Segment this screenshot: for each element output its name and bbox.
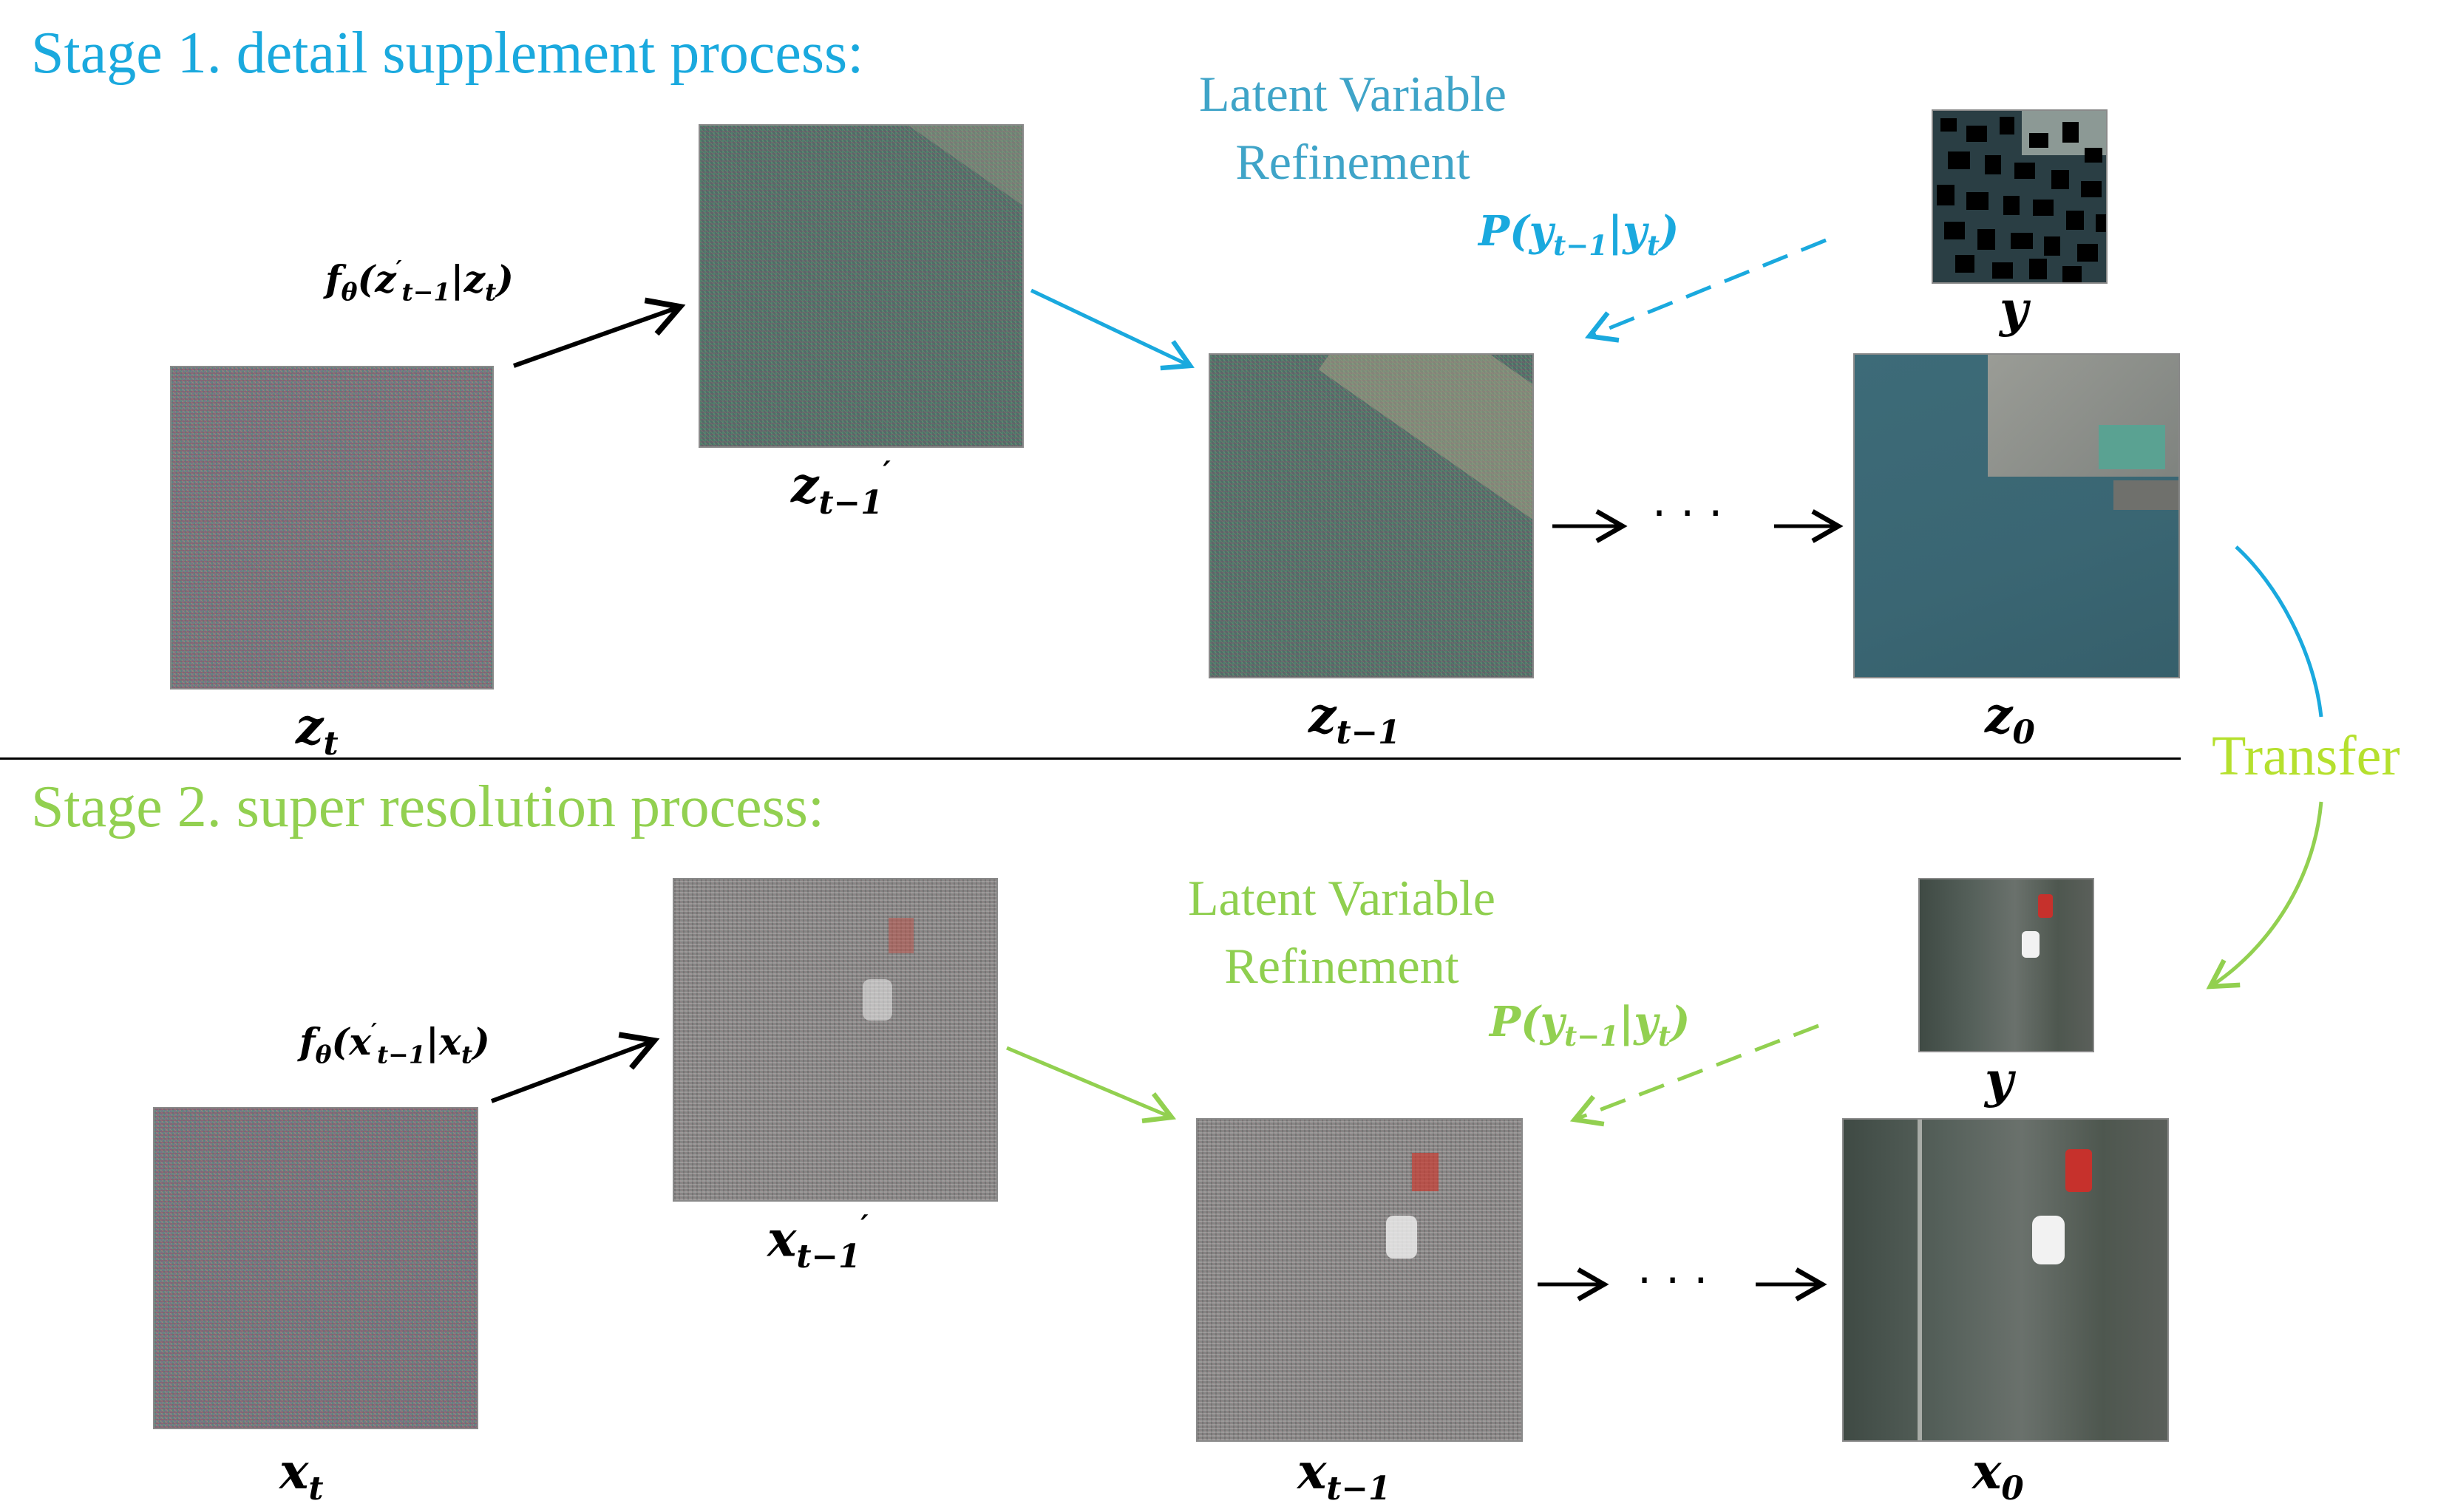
stage2-x0-street-image	[1842, 1118, 2169, 1442]
stage2-xt1-image	[1196, 1118, 1523, 1442]
stage2-xt1-red-car	[1412, 1153, 1439, 1191]
stage1-ellipsis: · · ·	[1652, 488, 1723, 539]
stage1-z0-ship	[2113, 480, 2178, 510]
stage2-label-xt: xt	[279, 1443, 324, 1508]
stage1-zt1-prime-image	[699, 124, 1024, 448]
transfer-curve-green	[2206, 801, 2323, 990]
stage2-y-red-car	[2038, 894, 2053, 918]
stage1-conditional-probability: P(yt−1|yt)	[1478, 207, 1680, 262]
stage2-refinement-label: Latent Variable Refinement	[1157, 865, 1526, 1001]
stage2-dashed-arrow-y-to-xt1	[1569, 1024, 1819, 1127]
stage2-xt1-prime-image	[673, 878, 998, 1202]
stage1-arrow-zt-to-zt1-prime	[512, 297, 686, 368]
stage2-label-xt1: xt−1	[1297, 1443, 1391, 1508]
stage2-x0-curb	[1918, 1120, 1922, 1440]
stage1-label-y: y	[2000, 280, 2028, 338]
stage1-denoise-operator: fθ(z′t−1|zt)	[325, 256, 514, 307]
stage1-refinement-label: Latent Variable Refinement	[1168, 61, 1538, 197]
transfer-label: Transfer	[2212, 725, 2400, 787]
stage1-y-masked-image	[1932, 109, 2108, 284]
stage2-xt1-prime-red-car	[889, 918, 914, 953]
stage1-z0-building	[2099, 425, 2165, 469]
stage2-x0-red-car	[2065, 1149, 2092, 1192]
stage1-label-z0: z0	[1985, 687, 2035, 752]
stage2-xt-noise-image	[153, 1107, 478, 1429]
stage2-title: Stage 2. super resolution process:	[31, 774, 825, 840]
stage2-x0-white-car	[2032, 1216, 2065, 1264]
stage2-ellipsis: · · ·	[1637, 1255, 1708, 1307]
stage1-arrow-zt1-prime-to-zt1	[1030, 288, 1195, 371]
stage2-refinement-line2: Refinement	[1224, 937, 1459, 994]
stage-divider-line	[0, 757, 2181, 760]
stage2-arrow-xt1-prime-to-xt1	[1006, 1046, 1177, 1124]
stage1-z0-harbor-image	[1853, 353, 2180, 678]
stage1-zt-noise-image	[170, 366, 494, 689]
stage1-dashed-arrow-y-to-zt1	[1584, 238, 1827, 343]
stage1-refinement-line2: Refinement	[1235, 133, 1470, 190]
stage1-zt1-image	[1209, 353, 1534, 678]
stage1-label-zt1-prime: zt−1′	[791, 455, 891, 522]
stage2-conditional-probability: P(yt−1|yt)	[1490, 998, 1691, 1052]
stage2-refinement-line1: Latent Variable	[1187, 870, 1495, 926]
stage2-label-xt1-prime: xt−1′	[767, 1209, 869, 1276]
stage2-label-y: y	[1985, 1051, 2014, 1109]
stage2-xt1-prime-white-car	[863, 979, 892, 1021]
stage2-y-lowres-image	[1918, 878, 2094, 1052]
stage2-xt1-white-car	[1386, 1216, 1417, 1259]
stage2-label-x0: x0	[1972, 1443, 2024, 1508]
transfer-curve-blue	[2235, 545, 2323, 718]
stage2-y-white-car	[2022, 931, 2040, 958]
stage1-title: Stage 1. detail supplement process:	[31, 21, 864, 86]
stage1-label-zt: zt	[296, 698, 339, 763]
stage1-label-zt1: zt−1	[1308, 687, 1401, 752]
stage1-refinement-line1: Latent Variable	[1198, 66, 1507, 122]
stage2-denoise-operator: fθ(x′t−1|xt)	[299, 1019, 490, 1069]
stage2-arrow-xt-to-xt1-prime	[490, 1032, 660, 1103]
